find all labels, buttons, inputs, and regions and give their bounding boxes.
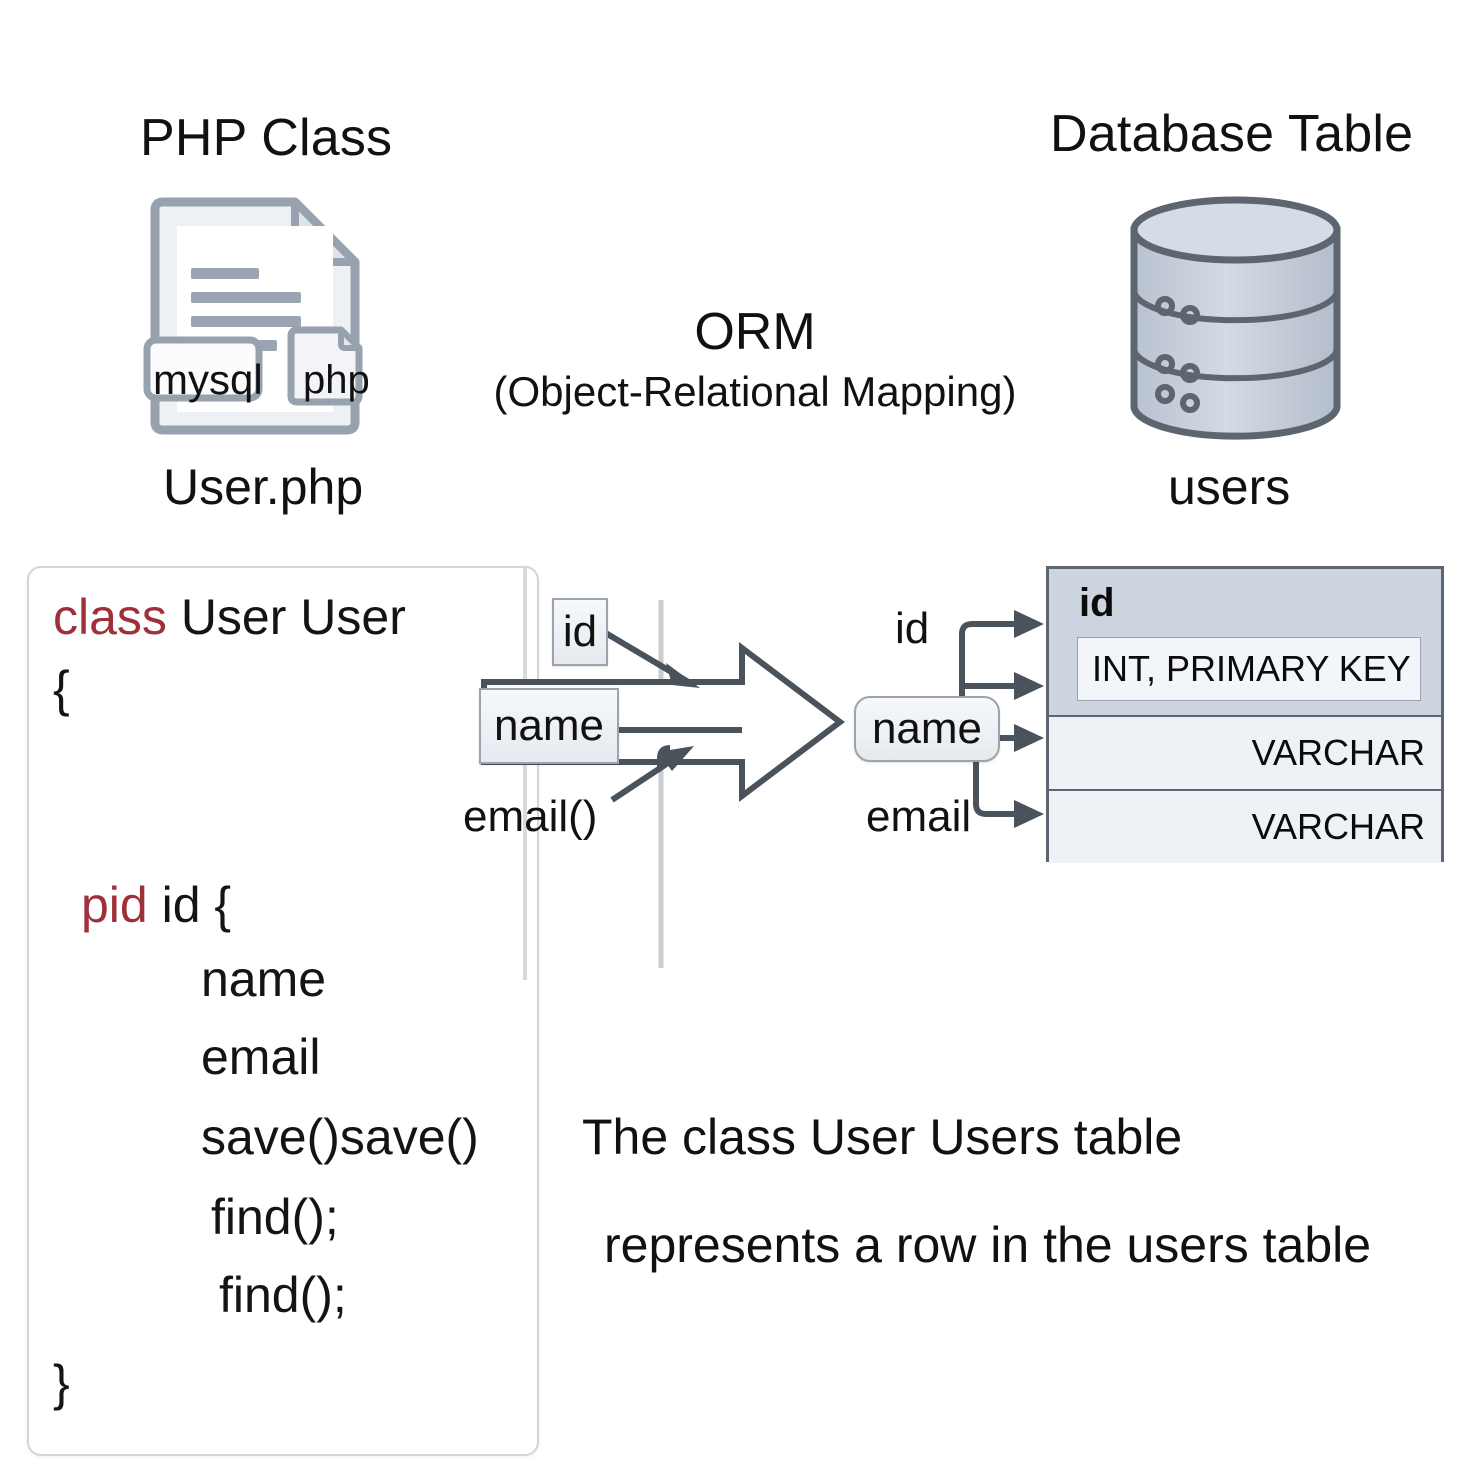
code-keyword-class: class (53, 589, 167, 645)
footnote-line-1: The class User Users table (582, 1109, 1183, 1165)
table-header-id: id (1079, 581, 1115, 625)
code-line-1: { (53, 661, 70, 717)
code-line-2: pid id { (81, 880, 231, 930)
code-line-4: email (201, 1029, 321, 1085)
code-line-8: } (53, 1355, 70, 1411)
code-text-2: id { (147, 877, 232, 933)
code-line-7: find(); (219, 1267, 347, 1323)
database-table-caption: users (1168, 459, 1291, 515)
code-line-0: class User User (53, 592, 406, 642)
code-line-5: save()save() (201, 1109, 479, 1165)
php-badge-label: php (303, 358, 370, 402)
php-code-panel: class User User { pid id { name email sa… (27, 566, 539, 1456)
database-table-title: Database Table (1050, 105, 1414, 163)
source-field-id[interactable]: id (552, 598, 608, 666)
table-row: VARCHAR (1049, 715, 1441, 789)
code-keyword-pid: pid (81, 877, 148, 933)
database-cylinder-icon (1128, 196, 1343, 440)
code-line-6: find(); (211, 1189, 339, 1245)
php-file-caption: User.php (163, 459, 364, 515)
orm-title: ORM (694, 303, 816, 361)
php-file-icon (143, 196, 375, 436)
target-field-id: id (895, 604, 930, 653)
table-header-type: INT, PRIMARY KEY (1077, 637, 1421, 701)
php-class-title: PHP Class (140, 109, 393, 167)
source-field-email: email() (463, 792, 598, 841)
source-field-name[interactable]: name (479, 688, 619, 764)
footnote-line-2: represents a row in the users table (604, 1217, 1372, 1273)
table-row: VARCHAR (1049, 789, 1441, 863)
orm-subtitle: (Object-Relational Mapping) (493, 368, 1017, 415)
target-field-name[interactable]: name (854, 696, 1000, 762)
mysql-badge-label: mysql (153, 356, 263, 403)
code-text-0: User User (166, 589, 406, 645)
target-field-email: email (866, 792, 972, 841)
code-line-3: name (201, 951, 327, 1007)
database-table-box: id INT, PRIMARY KEY VARCHAR VARCHAR (1046, 566, 1444, 863)
table-header-section: id INT, PRIMARY KEY (1049, 569, 1441, 715)
